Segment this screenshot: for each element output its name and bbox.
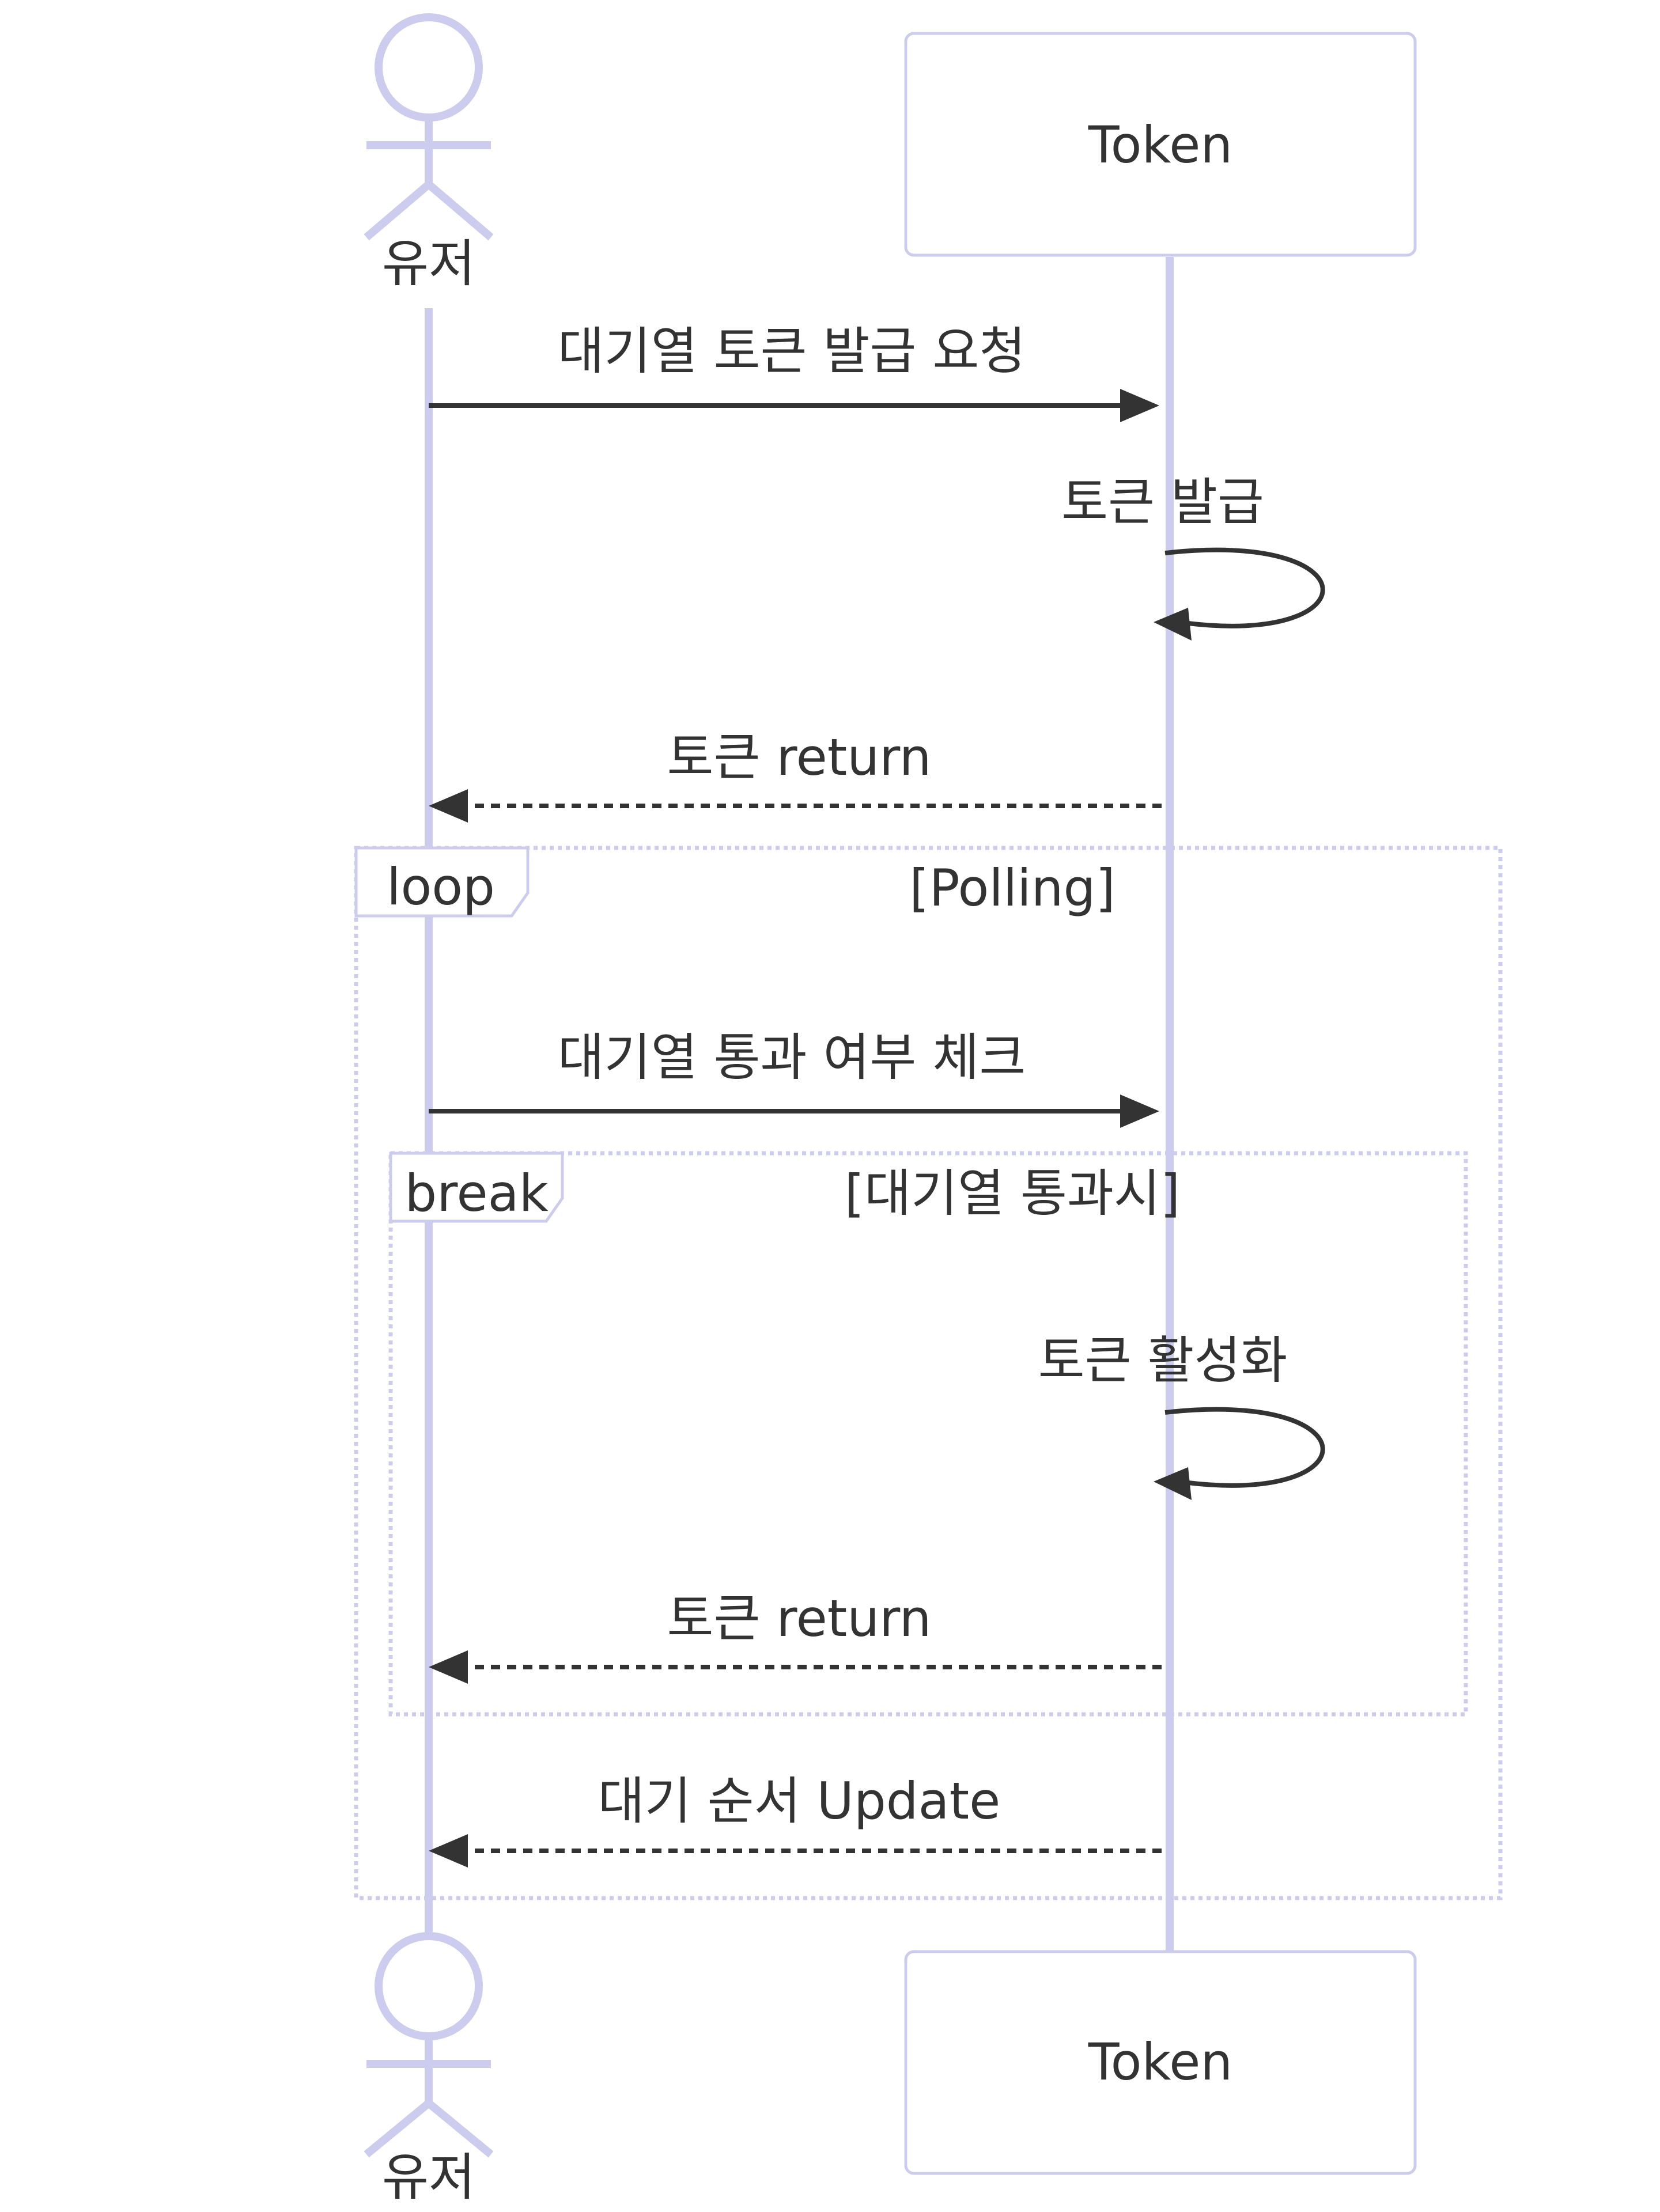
message-label: 대기 순서 Update [598,1771,1001,1831]
break-fragment: break [대기열 통과시] [388,1151,1468,1717]
message-label: 토큰 활성화 [1038,1331,1288,1390]
participant-token-top: Token [904,32,1417,257]
message-label: 토큰 return [667,728,932,787]
message-label: 대기열 토큰 발급 요청 [558,321,1026,381]
actor-right-leg [426,2100,494,2158]
message-return-token-1: 토큰 return [429,728,1162,823]
actor-user-label-bottom: 유저 [382,2147,475,2207]
actor-user-label-top: 유저 [382,234,475,293]
participant-token-label-bottom: Token [1088,2032,1232,2092]
self-loop-line [1164,1407,1325,1488]
message-issue-token-self: 토큰 발급 [1061,472,1325,641]
arrowhead-icon [1120,389,1159,422]
arrowhead-icon [1154,608,1192,641]
arrowhead-icon [429,1834,468,1868]
break-condition: [대기열 통과시] [845,1164,1180,1223]
actor-head [375,1932,483,2040]
message-check-pass: 대기열 통과 여부 체크 [429,1028,1159,1128]
arrowhead-icon [429,789,468,823]
message-label: 대기열 통과 여부 체크 [558,1028,1026,1087]
participant-token-bottom: Token [904,1950,1417,2175]
arrowhead-icon [429,1650,468,1684]
loop-keyword: loop [387,857,495,916]
self-loop-line [1164,547,1325,628]
message-queue-update: 대기 순서 Update [429,1771,1162,1868]
message-request-token: 대기열 토큰 발급 요청 [429,321,1159,422]
actor-right-leg [426,181,494,241]
participant-box [904,32,1417,257]
break-fragment-border [388,1151,1468,1717]
loop-fragment-tab [354,846,530,918]
arrowhead-icon [1154,1467,1192,1500]
message-label: 토큰 발급 [1061,472,1264,532]
arrowhead-icon [1120,1094,1159,1128]
message-label: 토큰 return [667,1589,932,1648]
actor-left-leg [364,2100,432,2158]
loop-fragment-border [354,846,1503,1900]
actor-user-top: 유저 [364,13,494,293]
loop-condition: [Polling] [909,858,1115,918]
break-fragment-tab [389,1152,564,1223]
actor-head [375,13,483,122]
actor-user-bottom: 유저 [364,1932,494,2207]
actor-left-leg [364,181,432,241]
loop-fragment: loop [Polling] [354,846,1503,1900]
message-activate-token-self: 토큰 활성화 [1038,1331,1325,1500]
break-keyword: break [404,1164,548,1223]
participant-token-label-top: Token [1088,115,1232,175]
participant-box [904,1950,1417,2175]
message-return-token-2: 토큰 return [429,1589,1162,1684]
